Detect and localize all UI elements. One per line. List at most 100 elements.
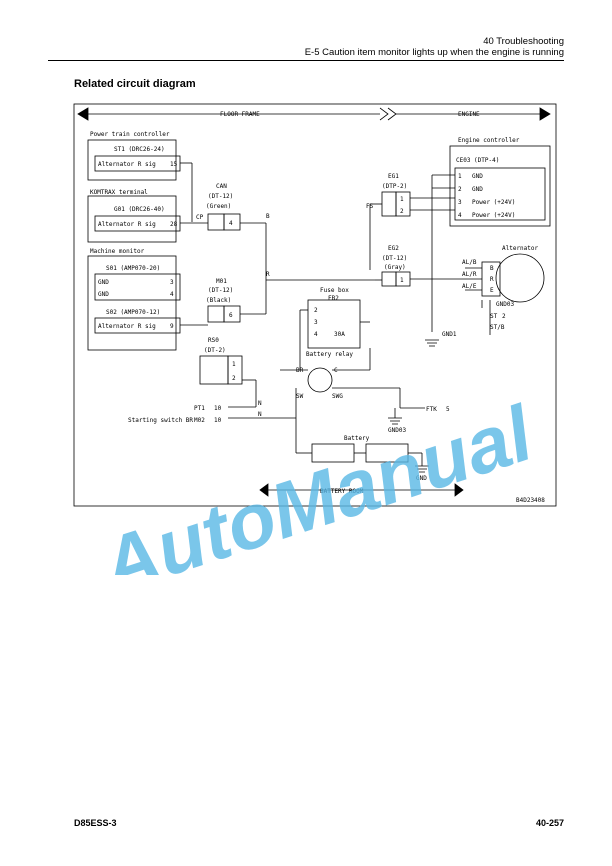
- rs0-pin1: 1: [232, 361, 236, 368]
- machine-monitor-box: [87, 255, 177, 351]
- alternator-al-r: AL/R: [462, 271, 477, 278]
- fuse-pin2: 2: [314, 307, 318, 314]
- alternator-al-e: AL/E: [462, 283, 477, 290]
- battery-title: Battery: [344, 435, 370, 442]
- battery-relay-sw: SW: [296, 393, 304, 400]
- ec-pin3-label: Power (+24V): [472, 199, 515, 206]
- m02-label: M02: [194, 417, 205, 424]
- battery-gnd: GND: [416, 475, 427, 482]
- fuse-box-title: Fuse box: [320, 287, 349, 294]
- eg1-wire: FS: [366, 203, 374, 210]
- engine-label: ENGINE: [458, 111, 480, 118]
- monitor-gnd2: GND: [98, 291, 109, 298]
- engine-controller-box: [449, 145, 551, 227]
- monitor-title: Machine monitor: [90, 248, 145, 255]
- floor-frame-arrow-right: [379, 107, 389, 121]
- fuse-pin4: 4: [314, 331, 318, 338]
- monitor-gnd1: GND: [98, 279, 109, 286]
- m01-color: (Black): [206, 297, 231, 304]
- m01-pin: 6: [229, 312, 233, 319]
- eg2-name: EG2: [388, 245, 399, 252]
- ground-symbol: [415, 465, 429, 473]
- footer-page: 40-257: [535, 818, 564, 828]
- alternator-st-b: ST/B: [490, 324, 505, 331]
- monitor-pin4: 4: [170, 291, 174, 298]
- fuse-box-name: FB2: [328, 295, 339, 302]
- ec-pin1-num: 1: [458, 173, 462, 180]
- diagram-frame: [73, 103, 557, 507]
- m01-type: (DT-12): [208, 287, 233, 294]
- ec-pin4-num: 4: [458, 212, 462, 219]
- monitor-s02: S02 (AMP070-12): [106, 309, 160, 316]
- eg1-name: EG1: [388, 173, 399, 180]
- komtrax-box: [87, 195, 177, 243]
- power-train-title: Power train controller: [90, 131, 170, 138]
- wire-label-r: R: [266, 271, 270, 278]
- alternator-b: B: [490, 265, 494, 272]
- fuse-pin3: 3: [314, 319, 318, 326]
- floor-frame-label: FLOOR FRAME: [220, 111, 260, 118]
- alternator-gnd03: GND03: [496, 301, 514, 308]
- ec-pin4-label: Power (+24V): [472, 212, 515, 219]
- ftk-label: FTK: [426, 406, 437, 413]
- ftk-pin: 5: [446, 406, 450, 413]
- eg1-pin1: 1: [400, 196, 404, 203]
- wire-label-n2: N: [258, 411, 262, 418]
- komtrax-pin: 28: [170, 221, 178, 228]
- battery-relay-br: BR: [296, 367, 304, 374]
- battery-relay-c: C: [334, 367, 338, 374]
- monitor-s01: S01 (AMP070-20): [106, 265, 160, 272]
- wire-label-n1: N: [258, 400, 262, 407]
- komtrax-signal: Alternator R sig: [98, 221, 156, 228]
- battery-relay-swg: SWG: [332, 393, 343, 400]
- start-switch-br: Starting switch BR: [128, 417, 193, 424]
- eg1-pin2: 2: [400, 208, 404, 215]
- eg2-pin: 1: [400, 277, 404, 284]
- can-type: (DT-12): [208, 193, 233, 200]
- battery-relay-title: Battery relay: [306, 351, 353, 358]
- power-train-pin: 15: [170, 161, 178, 168]
- rs0-type: (DT-2): [204, 347, 226, 354]
- komtrax-connector: G01 (DRC26-40): [114, 206, 165, 213]
- power-train-connector: ST1 (DRC26-24): [114, 146, 165, 153]
- section-subtitle: E-5 Caution item monitor lights up when …: [304, 47, 564, 58]
- ec-pin3-num: 3: [458, 199, 462, 206]
- fuse-amp: 30A: [334, 331, 345, 338]
- figure-id: B4D23408: [516, 497, 545, 504]
- chapter-title: 40 Troubleshooting: [483, 36, 564, 47]
- ec-pin1-label: GND: [472, 173, 483, 180]
- section-title: Related circuit diagram: [74, 78, 196, 90]
- pt1-pin: 10: [214, 405, 222, 412]
- alternator-al-b: AL/B: [462, 259, 477, 266]
- rs0-pin2: 2: [232, 375, 236, 382]
- m02-pin: 10: [214, 417, 222, 424]
- alternator-st: ST: [490, 313, 498, 320]
- alternator-st-pin: 2: [502, 313, 506, 320]
- ec-pin2-num: 2: [458, 186, 462, 193]
- alternator-gnd01: GND1: [442, 331, 457, 338]
- ec-pin2-label: GND: [472, 186, 483, 193]
- rs0-name: RS0: [208, 337, 219, 344]
- monitor-signal: Alternator R sig: [98, 323, 156, 330]
- wire-label-b: B: [266, 213, 270, 220]
- alternator-r: R: [490, 276, 494, 283]
- power-train-box: [87, 139, 177, 181]
- ftk-gnd03: GND03: [388, 427, 406, 434]
- monitor-pin9: 9: [170, 323, 174, 330]
- alternator-title: Alternator: [502, 245, 539, 252]
- monitor-pin3: 3: [170, 279, 174, 286]
- header-rule: [48, 60, 564, 61]
- eg2-color: (Gray): [384, 264, 406, 271]
- can-pin: 4: [229, 220, 233, 227]
- alternator-e: E: [490, 287, 494, 294]
- fuse-box: [307, 299, 361, 349]
- floor-frame-arrow-left: [77, 107, 89, 121]
- engine-controller-title: Engine controller: [458, 137, 520, 144]
- circuit-diagram: FLOOR FRAME ENGINE BATTERY ROOM Power tr…: [73, 103, 557, 507]
- m01-name: M01: [216, 278, 227, 285]
- eg2-type: (DT-12): [382, 255, 407, 262]
- komtrax-title: KOMTRAX terminal: [90, 189, 148, 196]
- pt1-label: PT1: [194, 405, 205, 412]
- footer-model: D85ESS-3: [74, 818, 117, 828]
- engine-controller-connector: CE03 (DTP-4): [456, 157, 499, 164]
